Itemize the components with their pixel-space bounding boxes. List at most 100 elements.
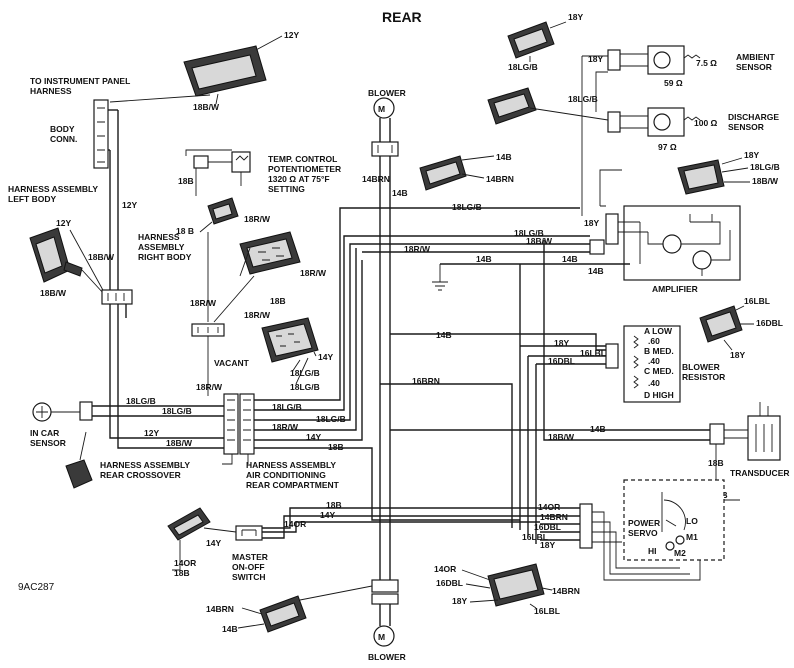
wire-label-18y-amp: 18Y [744,150,759,160]
wire-label-14brn-c: 14BRN [206,604,234,614]
ohm-75: 7.5 Ω [696,58,717,68]
label-master-3: SWITCH [232,572,266,582]
label-body-conn-1: BODY [50,124,75,134]
wire-label-18rw-pot: 18R/W [244,214,271,224]
label-power-servo-1: POWER [628,518,660,528]
wire-label-18bw-trans: 18B/W [548,432,575,442]
wire-label-18lgb-e: 18LG/B [452,202,482,212]
label-ac-rear-3: REAR COMPARTMENT [246,480,340,490]
wire-label-18lgb-d: 18LG/B [316,414,346,424]
wire-label-14b-d: 14B [476,254,492,264]
label-instrument-panel-2: HARNESS [30,86,72,96]
in-car-sensor-plug [65,431,93,489]
wire-label-18bw-a: 18B/W [166,438,193,448]
blower-motor-top: M [373,97,395,119]
amplifier [605,205,741,281]
wire-label-18b-conn: 18B [270,296,286,306]
wire-label-14or-servo: 14OR [538,502,560,512]
wire-label-18lgb-amb2: 18LG/B [568,94,598,104]
wire-label-14y-conn: 14Y [318,352,333,362]
label-blower-bottom: BLOWER [368,652,406,662]
wire-label-18rw-vac: 18R/W [190,298,217,308]
label-master-1: MASTER [232,552,268,562]
label-harness-right-1: HARNESS [138,232,180,242]
reference-code: 9AC287 [18,582,55,593]
wire-label-18lgb-a: 18LG/B [126,396,156,406]
wire-label-18lgb-amp: 18LG/B [750,162,780,172]
wire-label-18rw-a: 18R/W [272,422,299,432]
label-body-conn-2: CONN. [50,134,77,144]
label-harness-right-3: RIGHT BODY [138,252,192,262]
wire-label-18y-conn: 18Y [730,350,745,360]
wire-label-18y-bot: 18Y [452,596,467,606]
wire-label-16lbl-conn: 16LBL [744,296,770,306]
blower-bottom-plug [259,595,307,633]
pot-small-connector [207,197,239,225]
wire-label-18lgb-b: 18LG/B [162,406,192,416]
label-ac-rear-2: AIR CONDITIONING [246,470,326,480]
wire-label-12y-body: 12Y [122,200,137,210]
body-connector [93,99,109,169]
wire-label-18bw-b: 18B/W [526,236,553,246]
wire-label-18b-sw: 18B [174,568,190,578]
res-tap-a: A LOW [644,326,673,336]
resistor-plug [699,305,743,343]
res-tap-40a: .40 [648,356,660,366]
label-blower-resistor-2: RESISTOR [682,372,725,382]
wire-label-14brn-servo: 14BRN [540,512,568,522]
wire-label-14or-sw: 14OR [174,558,196,568]
blower-top-plug [419,155,467,191]
label-transducer: TRANSDUCER [730,468,790,478]
wire-label-18y-servo: 18Y [540,540,555,550]
label-amplifier: AMPLIFIER [652,284,698,294]
wire-label-14y-sw: 14Y [206,538,221,548]
instrument-panel-connector [183,35,283,105]
wire-label-18rw-vac2: 18R/W [196,382,223,392]
wire-label-18b-pot2: 18 B [176,226,194,236]
amplifier-plug [677,159,725,195]
label-temp-pot-2: POTENTIOMETER [268,164,341,174]
wire-label-18b-b: 18B [326,500,342,510]
vacant-connector [191,323,225,337]
discharge-sensor [620,107,701,137]
wire-label-18bw-left-2: 18B/W [40,288,67,298]
label-in-car-1: IN CAR [30,428,59,438]
wire-label-12y-top: 12Y [284,30,299,40]
label-servo-lo: LO [686,516,698,526]
wire-label-18y-res: 18Y [554,338,569,348]
label-servo-m1: M1 [686,532,698,542]
ambient-sensor-plug [507,21,555,59]
in-car-sensor [32,401,93,422]
wire-label-18bw-top: 18B/W [193,102,220,112]
label-temp-pot-3: 1320 Ω AT 75°F [268,174,330,184]
wire-label-14brn-bot: 14BRN [552,586,580,596]
wire-label-12y-left: 12Y [56,218,71,228]
wire-label-18rw-right: 18R/W [300,268,327,278]
wire-label-14b-h: 14B [590,424,606,434]
label-harness-right-2: ASSEMBLY [138,242,185,252]
ambient-sensor [620,45,701,75]
wire-label-18rw-conn: 18R/W [244,310,271,320]
power-servo [579,479,725,561]
label-temp-pot-1: TEMP. CONTROL [268,154,337,164]
label-rear-crossover-2: REAR CROSSOVER [100,470,181,480]
label-servo-hi: HI [648,546,657,556]
label-ambient-2: SENSOR [736,62,772,72]
svg-text:M: M [378,104,385,114]
wire-label-18lgb-f: 18LG/B [514,228,544,238]
label-harness-left-2: LEFT BODY [8,194,56,204]
label-master-2: ON-OFF [232,562,265,572]
res-tap-c: C MED. [644,366,674,376]
wire-label-14brn-b: 14BRN [486,174,514,184]
wire-label-16dbl-conn: 16DBL [756,318,783,328]
label-ac-rear-1: HARNESS ASSEMBLY [246,460,336,470]
ambient-sensor-connector [607,49,621,71]
wire-label-18lgb-c: 18LG/B [272,402,302,412]
left-crossover-connector [101,289,133,305]
left-body-connector [29,227,83,283]
wire-label-18y-amb2: 18Y [588,54,603,64]
res-tap-b: B MED. [644,346,674,356]
blower-motor-bottom: M [373,625,395,647]
label-blower-resistor-1: BLOWER [682,362,720,372]
